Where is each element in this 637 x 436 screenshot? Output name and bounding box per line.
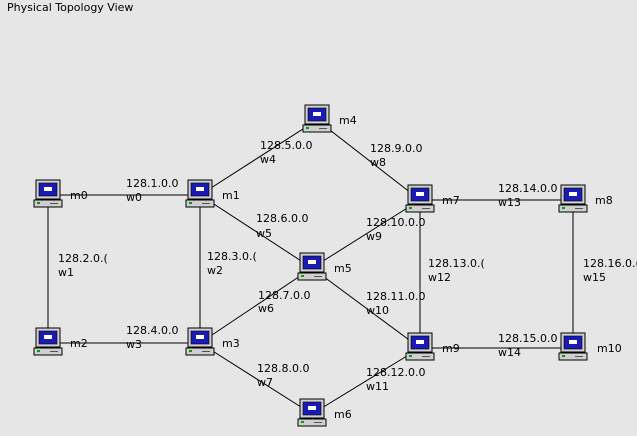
link-wire-label: w1	[58, 266, 74, 279]
host-label: m5	[334, 262, 352, 275]
host-node-m5[interactable]: m5	[297, 252, 352, 281]
link-network-label: 128.16.0.(	[583, 257, 637, 270]
host-label: m3	[222, 337, 240, 350]
host-node-m6[interactable]: m6	[297, 398, 352, 427]
host-label: m4	[339, 114, 357, 127]
link-wire-label: w3	[126, 338, 142, 351]
link-wire-label: w11	[366, 380, 389, 393]
link-m6-m9[interactable]	[311, 347, 421, 415]
computer-icon[interactable]	[297, 252, 327, 281]
host-label: m8	[595, 194, 613, 207]
link-m3-m6[interactable]	[199, 342, 313, 415]
host-label: m10	[597, 342, 622, 355]
link-network-label: 128.6.0.0	[256, 212, 308, 225]
host-node-m7[interactable]: m7	[405, 184, 460, 213]
link-labels-layer: 128.1.0.0w0 128.2.0.(w1 128.3.0.(w2 128.4.0…	[58, 139, 637, 393]
computer-icon[interactable]	[33, 179, 63, 208]
host-node-m9[interactable]: m9	[405, 332, 460, 361]
view-title: Physical Topology View	[7, 1, 134, 14]
link-wire-label: w6	[258, 302, 274, 315]
link-wire-label: w5	[256, 227, 272, 240]
link-network-label: 128.11.0.0	[366, 290, 425, 303]
link-wire-label: w15	[583, 271, 606, 284]
link-network-label: 128.2.0.(	[58, 252, 108, 265]
computer-icon[interactable]	[33, 327, 63, 356]
computer-icon[interactable]	[297, 398, 327, 427]
computer-icon[interactable]	[558, 184, 588, 213]
link-network-label: 128.9.0.0	[370, 142, 422, 155]
link-wire-label: w2	[207, 264, 223, 277]
link-wire-label: w14	[498, 346, 521, 359]
host-label: m0	[70, 189, 88, 202]
link-wire-label: w0	[126, 191, 142, 204]
host-node-m0[interactable]: m0	[33, 179, 88, 208]
link-network-label: 128.7.0.0	[258, 289, 310, 302]
host-label: m9	[442, 342, 460, 355]
link-network-label: 128.4.0.0	[126, 324, 178, 337]
link-network-label: 128.8.0.0	[257, 362, 309, 375]
link-m5-m9[interactable]	[311, 267, 421, 349]
host-label: m2	[70, 337, 88, 350]
link-wire-label: w8	[370, 156, 386, 169]
host-node-m4[interactable]: m4	[302, 104, 357, 133]
computer-icon[interactable]	[302, 104, 332, 133]
link-m3-m5[interactable]	[199, 267, 313, 344]
link-network-label: 128.1.0.0	[126, 177, 178, 190]
link-m1-m5[interactable]	[199, 194, 313, 269]
link-network-label: 128.3.0.(	[207, 250, 257, 263]
link-network-label: 128.13.0.(	[428, 257, 485, 270]
link-m4-m7[interactable]	[316, 119, 421, 201]
host-node-m2[interactable]: m2	[33, 327, 88, 356]
link-wire-label: w13	[498, 196, 521, 209]
host-label: m6	[334, 408, 352, 421]
link-network-label: 128.14.0.0	[498, 182, 557, 195]
computer-icon[interactable]	[185, 179, 215, 208]
link-wire-label: w4	[260, 153, 276, 166]
computer-icon[interactable]	[185, 327, 215, 356]
link-wire-label: w7	[257, 376, 273, 389]
computer-icon[interactable]	[405, 332, 435, 361]
host-node-m1[interactable]: m1	[185, 179, 240, 208]
host-node-m8[interactable]: m8	[558, 184, 613, 213]
links-layer	[47, 119, 574, 415]
host-label: m1	[222, 189, 240, 202]
link-wire-label: w9	[366, 230, 382, 243]
host-node-m10[interactable]: m10	[558, 332, 622, 361]
host-node-m3[interactable]: m3	[185, 327, 240, 356]
link-m5-m7[interactable]	[311, 199, 421, 269]
computer-icon[interactable]	[405, 184, 435, 213]
computer-icon[interactable]	[558, 332, 588, 361]
host-label: m7	[442, 194, 460, 207]
hosts-layer: m0 m1 m2 m3 m4 m5 m6 m7 m8 m9 m10	[33, 104, 622, 427]
link-wire-label: w10	[366, 304, 389, 317]
link-network-label: 128.10.0.0	[366, 216, 425, 229]
link-network-label: 128.15.0.0	[498, 332, 557, 345]
link-wire-label: w12	[428, 271, 451, 284]
link-network-label: 128.12.0.0	[366, 366, 425, 379]
link-network-label: 128.5.0.0	[260, 139, 312, 152]
link-m1-m4[interactable]	[199, 119, 318, 196]
